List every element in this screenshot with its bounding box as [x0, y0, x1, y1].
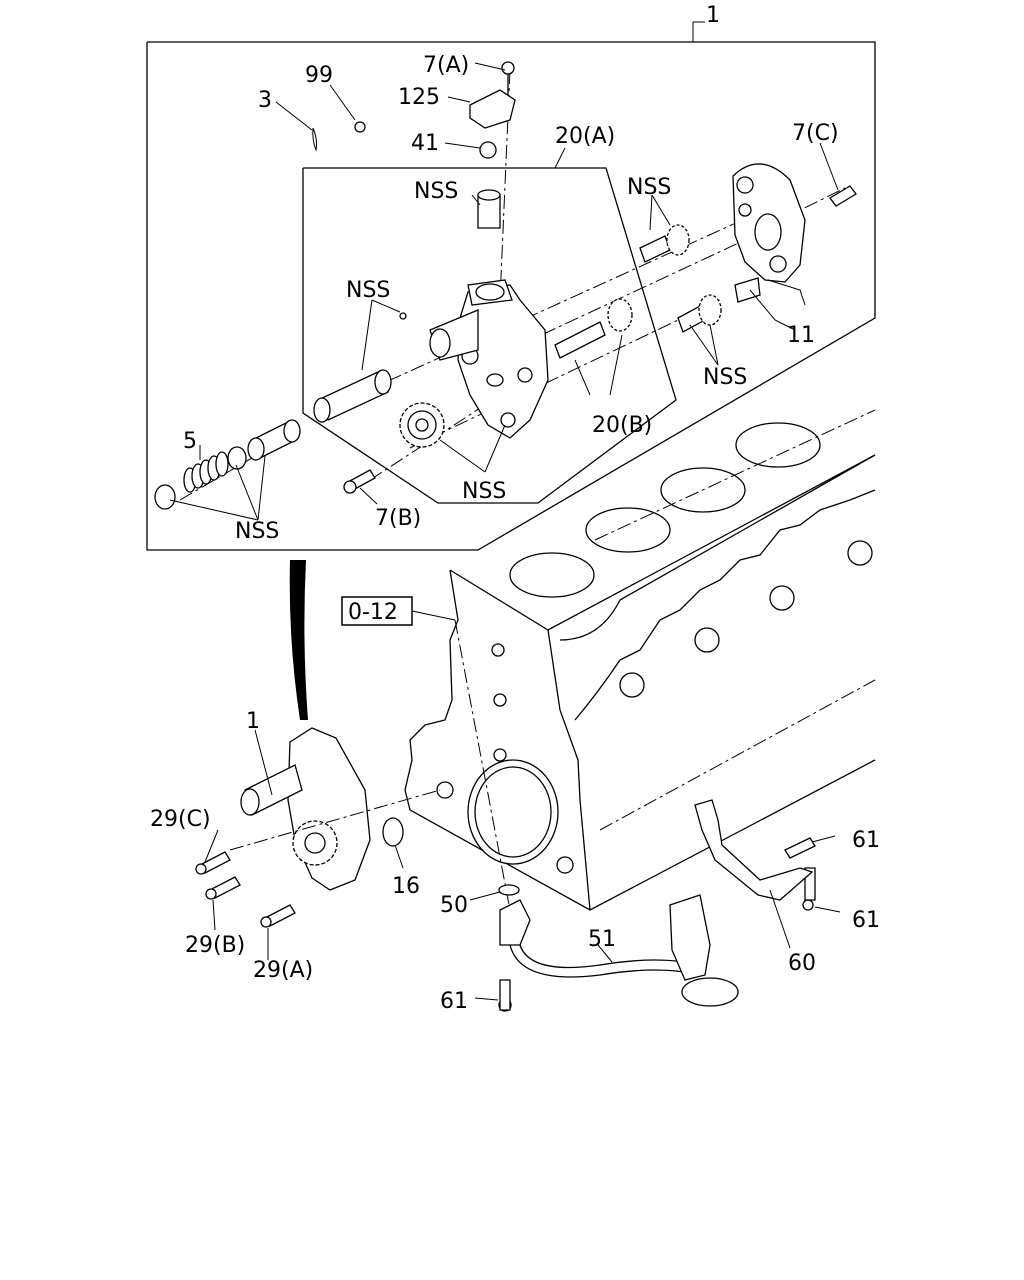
oil-strainer-pipe: [498, 884, 739, 1007]
engine-block: [404, 409, 876, 911]
callout-bolt-7b: 7(B): [375, 506, 421, 531]
nss-label: NSS: [235, 519, 279, 544]
callout-labels: 1 7(A) 125 99 3 41 20(A) 7(C) 11 20(B) 7…: [150, 3, 880, 1014]
nss-label: NSS: [414, 179, 458, 204]
relief-valve-parts: [154, 369, 392, 510]
leader-lines-bottom: [204, 729, 841, 1001]
callout-assembly-bottom: 1: [246, 709, 260, 734]
gears-and-shafts: [399, 189, 722, 448]
nss-label: NSS: [703, 365, 747, 390]
callout-plug-99: 99: [305, 63, 333, 88]
callout-bolt-61: 61: [852, 908, 880, 933]
reference-box[interactable]: 0-12: [341, 596, 456, 626]
reference-box-label: 0-12: [348, 600, 398, 625]
pump-cover: [732, 163, 806, 303]
callout-plate-125: 125: [398, 85, 440, 110]
callout-pipe-51: 51: [588, 927, 616, 952]
nss-label: NSS: [346, 278, 390, 303]
bracket: [694, 799, 814, 901]
callout-gear-set-20b: 20(B): [592, 413, 652, 438]
callout-gasket-50: 50: [440, 893, 468, 918]
callout-assembly-top: 1: [706, 3, 720, 28]
spring: [183, 451, 229, 493]
callout-spring-5: 5: [183, 429, 197, 454]
oil-pump-assembly-bottom: [229, 727, 441, 891]
nss-label: NSS: [627, 175, 671, 200]
callout-bolt-61: 61: [852, 828, 880, 853]
callout-ball-41: 41: [411, 131, 439, 156]
callout-bolt-29c: 29(C): [150, 807, 211, 832]
callout-bolt-29b: 29(B): [185, 933, 245, 958]
callout-bolt-61: 61: [440, 989, 468, 1014]
leader-lines-top: [169, 62, 839, 521]
callout-pin-3: 3: [258, 88, 272, 113]
small-hardware-top: [312, 61, 857, 494]
callout-bolt-7a: 7(A): [423, 53, 469, 78]
callout-bracket-60: 60: [788, 951, 816, 976]
callout-bolt-29a: 29(A): [253, 958, 313, 983]
exploded-view-frame: [146, 21, 876, 551]
nss-label: NSS: [462, 479, 506, 504]
callout-bolt-7c: 7(C): [792, 121, 839, 146]
assembly-arrow: [289, 560, 308, 720]
callout-cover-11: 11: [787, 323, 815, 348]
oil-pump-body-top: [429, 279, 549, 439]
callout-oring-16: 16: [392, 874, 420, 899]
callout-gear-set-20a: 20(A): [555, 124, 615, 149]
bottom-bolts: [195, 837, 816, 1012]
